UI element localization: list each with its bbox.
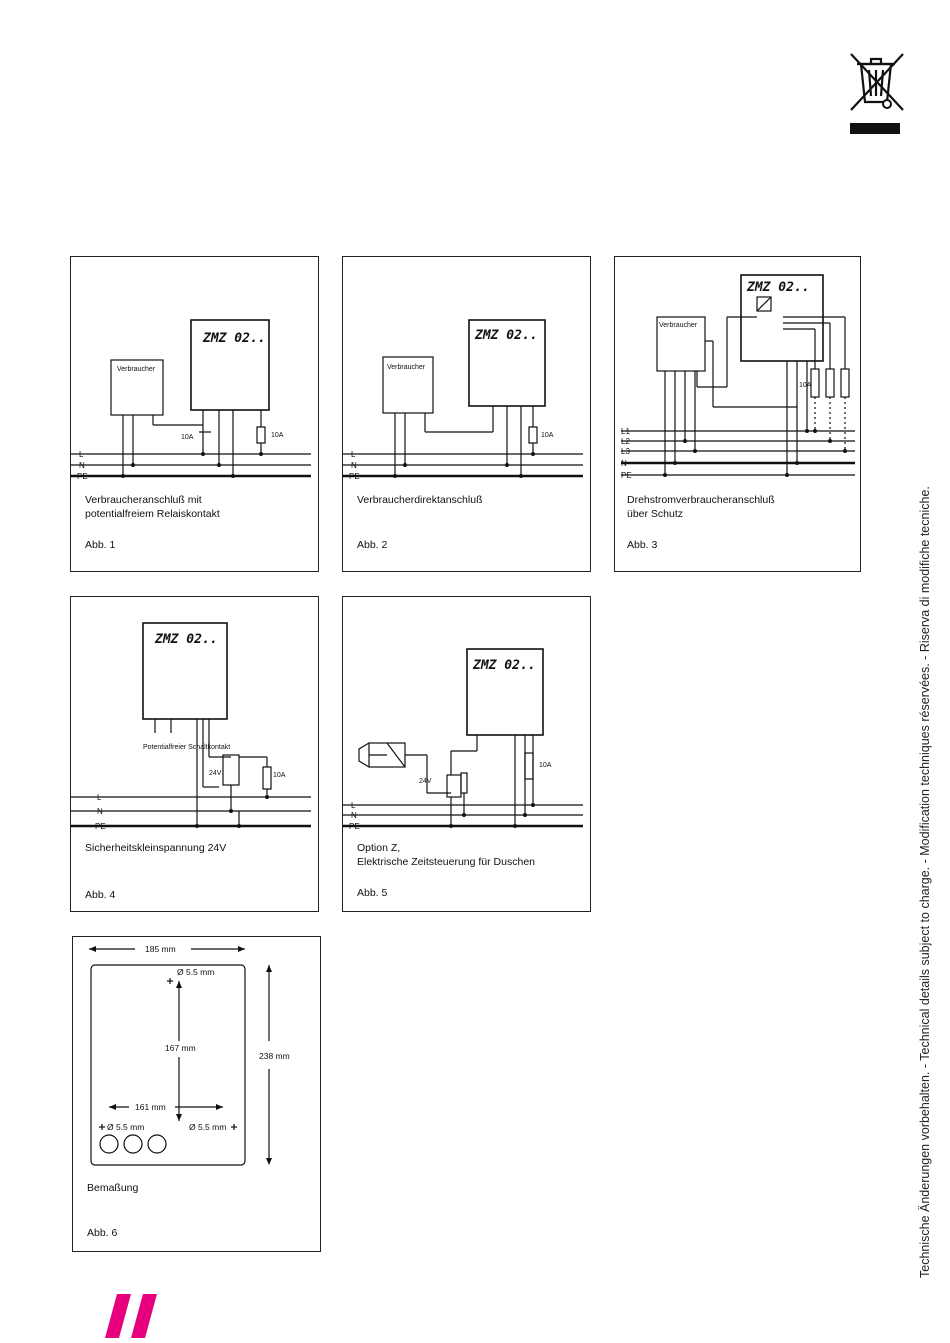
consumer-label: Verbraucher xyxy=(117,366,156,373)
contact-note: Potentialfreier Schaltkontakt xyxy=(143,744,230,751)
figure-caption: Verbraucheranschluß mit potentialfreiem … xyxy=(85,494,220,520)
wiring-diagram-abb-3: ZMZ 02.. Verbraucher 10A L1 L2 L3 N PE xyxy=(621,274,855,480)
wiring-diagram-abb-1: ZMZ 02.. Verbraucher 10A 10A L N PE xyxy=(71,319,311,481)
figure-caption: Drehstromverbraucheranschluß über Schutz xyxy=(627,494,775,520)
figure-label: Abb. 3 xyxy=(627,539,658,551)
side-note-disclaimer: Technische Änderungen vorbehalten. - Tec… xyxy=(918,486,932,1278)
wiring-diagram-abb-2: ZMZ 02.. Verbraucher 10A L N PE xyxy=(343,319,583,481)
unit-title: ZMZ 02.. xyxy=(154,632,218,647)
bus-label-n: N xyxy=(351,811,357,820)
weee-crossed-bin-icon xyxy=(845,50,907,119)
dimension-drawing-abb-6: 185 mm 238 mm 167 mm 161 mm Ø 5.5 mm Ø 5… xyxy=(89,944,290,1166)
bus-label-l: L xyxy=(351,450,356,459)
dim-hole-diameter-right: Ø 5.5 mm xyxy=(189,1122,226,1132)
dim-hole-diameter-top: Ø 5.5 mm xyxy=(177,967,214,977)
fuse-label-2: 10A xyxy=(271,432,284,439)
bus-label-n: N xyxy=(97,807,103,816)
bus-label-pe: PE xyxy=(349,472,360,481)
consumer-label: Verbraucher xyxy=(387,364,426,371)
voltage-label: 24V xyxy=(419,778,432,785)
bus-label-pe: PE xyxy=(77,472,88,481)
bus-label-l: L xyxy=(79,450,84,459)
dim-width: 185 mm xyxy=(145,944,176,954)
figure-abb-3: ZMZ 02.. Verbraucher 10A L1 L2 L3 N PE D… xyxy=(614,256,861,572)
figure-label: Abb. 2 xyxy=(357,539,388,551)
fuse-label: 10A xyxy=(799,382,812,389)
figure-abb-5: ZMZ 02.. 24V 10A L N PE Option Z, Elektr… xyxy=(342,596,591,912)
figure-label: Abb. 4 xyxy=(85,889,116,901)
fuse-label: 10A xyxy=(541,432,554,439)
wiring-diagram-abb-4: ZMZ 02.. Potentialfreier Schaltkontakt 2… xyxy=(71,622,311,831)
unit-title: ZMZ 02.. xyxy=(472,658,536,673)
bus-label-pe: PE xyxy=(95,822,106,831)
bus-label-l: L xyxy=(97,793,102,802)
wiring-diagram-abb-5: ZMZ 02.. 24V 10A L N PE xyxy=(343,648,583,831)
figure-label: Abb. 5 xyxy=(357,887,388,899)
fuse-label: 10A xyxy=(273,772,286,779)
figure-label: Abb. 1 xyxy=(85,539,116,551)
bus-label-n: N xyxy=(621,459,627,468)
consumer-label: Verbraucher xyxy=(659,322,698,329)
figure-abb-6: 185 mm 238 mm 167 mm 161 mm Ø 5.5 mm Ø 5… xyxy=(72,936,321,1252)
dim-hole-vertical: 167 mm xyxy=(165,1043,196,1053)
dim-hole-horizontal: 161 mm xyxy=(135,1102,166,1112)
bus-label-pe: PE xyxy=(349,822,360,831)
figure-caption: Verbraucherdirektanschluß xyxy=(357,494,483,506)
bus-label-pe: PE xyxy=(621,471,632,480)
figure-caption: Bemaßung xyxy=(87,1182,139,1194)
fuse-label: 10A xyxy=(539,762,552,769)
bus-label-l1: L1 xyxy=(621,427,630,436)
figure-caption: Sicherheitskleinspannung 24V xyxy=(85,842,227,854)
unit-title: ZMZ 02.. xyxy=(746,280,810,295)
unit-title: ZMZ 02.. xyxy=(474,328,538,343)
figure-label: Abb. 6 xyxy=(87,1227,118,1239)
voltage-label: 24V xyxy=(209,770,222,777)
figure-abb-2: ZMZ 02.. Verbraucher 10A L N PE Verbrauc… xyxy=(342,256,591,572)
bus-label-l2: L2 xyxy=(621,437,630,446)
bus-label-l: L xyxy=(351,801,356,810)
dim-height: 238 mm xyxy=(259,1051,290,1061)
figure-abb-4: ZMZ 02.. Potentialfreier Schaltkontakt 2… xyxy=(70,596,319,912)
dim-hole-diameter-left: Ø 5.5 mm xyxy=(107,1122,144,1132)
figure-abb-1: ZMZ 02.. Verbraucher 10A 10A L N PE Verb… xyxy=(70,256,319,572)
bus-label-n: N xyxy=(351,461,357,470)
weee-underline-bar xyxy=(850,123,900,134)
bus-label-n: N xyxy=(79,461,85,470)
unit-title: ZMZ 02.. xyxy=(202,331,266,346)
bus-label-l3: L3 xyxy=(621,447,630,456)
brand-slash-logo-icon xyxy=(105,1294,161,1343)
fuse-label: 10A xyxy=(181,434,194,441)
figure-caption: Option Z, Elektrische Zeitsteuerung für … xyxy=(357,842,536,868)
